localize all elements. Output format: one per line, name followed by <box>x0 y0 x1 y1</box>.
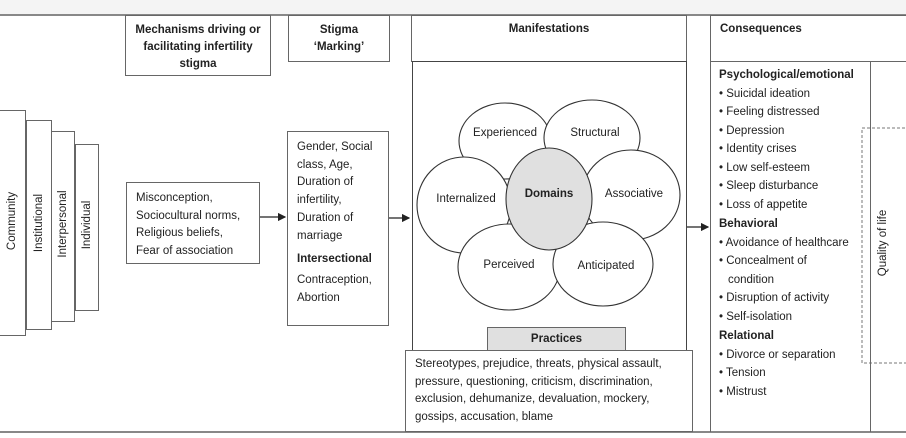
mechanism-item: Sociocultural norms, <box>136 209 241 222</box>
label-domains: Domains <box>524 188 574 200</box>
petal-anticipated <box>552 221 654 307</box>
psychological-heading: Psychological/emotional <box>719 69 854 81</box>
level-interpersonal: Interpersonal <box>51 131 75 322</box>
intersectional-heading: Intersectional <box>297 253 372 266</box>
consequence-item: Disruption of activity <box>719 289 870 308</box>
consequence-item: condition <box>728 273 775 286</box>
bottom-rule <box>0 431 906 433</box>
level-individual: Individual <box>75 144 99 311</box>
level-institutional: Institutional <box>26 120 52 330</box>
marking-item: Duration of <box>297 176 354 189</box>
consequence-item: Concealment of <box>719 252 870 271</box>
consequence-item: Low self-esteem <box>719 159 870 178</box>
practices-line: pressure, questioning, criticism, discri… <box>415 375 653 388</box>
top-band <box>0 0 906 14</box>
practices-line: exclusion, dehumanize, devaluation, mock… <box>415 393 650 405</box>
marking-item: Duration of <box>297 211 354 224</box>
mechanism-item: Fear of association <box>136 244 234 257</box>
consequence-item: Depression <box>719 122 870 141</box>
consequence-item: Sleep disturbance <box>719 177 870 196</box>
consequences-box: Psychological/emotional Suicidal ideatio… <box>710 61 871 432</box>
consequence-item: Divorce or separation <box>719 346 870 365</box>
consequence-item: Self-isolation <box>719 308 870 327</box>
marking-box: Gender, Social class, Age, Duration of i… <box>287 131 389 326</box>
marking-item: class, Age, <box>297 158 353 171</box>
consequence-item: Mistrust <box>719 383 870 402</box>
mechanisms-header: Mechanisms driving or facilitating infer… <box>125 15 271 76</box>
label-experienced: Experienced <box>473 127 537 139</box>
label-associative: Associative <box>604 188 664 200</box>
mechanism-item: Misconception, <box>136 192 213 204</box>
consequence-item: Loss of appetite <box>719 196 870 215</box>
intersectional-item: Contraception, <box>297 273 372 286</box>
label-structural: Structural <box>570 127 620 139</box>
behavioral-heading: Behavioral <box>719 218 778 230</box>
consequence-item: Feeling distressed <box>719 103 870 122</box>
label-anticipated: Anticipated <box>577 260 635 272</box>
marking-item: marriage <box>297 229 343 242</box>
consequence-item: Suicidal ideation <box>719 85 870 104</box>
practices-box: Stereotypes, prejudice, threats, physica… <box>405 350 693 432</box>
consequences-header: Consequences <box>710 15 906 62</box>
consequence-item: Avoidance of healthcare <box>719 234 870 253</box>
manifestations-box <box>412 61 687 351</box>
level-community: Community <box>0 110 26 336</box>
marking-item: infertility, <box>297 194 342 207</box>
intersectional-item: Abortion <box>297 291 340 304</box>
label-perceived: Perceived <box>483 259 535 271</box>
relational-heading: Relational <box>719 330 774 342</box>
consequence-item: Identity crises <box>719 140 870 159</box>
practices-line: gossips, accusation, blame <box>415 410 554 423</box>
domains-center <box>505 147 593 251</box>
label-internalized: Internalized <box>436 193 496 205</box>
consequence-item: Tension <box>719 364 870 383</box>
marking-item: Gender, Social <box>297 141 373 153</box>
practices-line: Stereotypes, prejudice, threats, physica… <box>415 358 662 370</box>
practices-header: Practices <box>487 327 626 351</box>
mechanism-item: Religious beliefs, <box>136 227 223 239</box>
mechanisms-box: Misconception, Sociocultural norms, Reli… <box>126 182 260 264</box>
quality-of-life-label: Quality of life <box>877 209 889 277</box>
stigma-marking-header: Stigma ‘Marking’ <box>288 15 390 62</box>
